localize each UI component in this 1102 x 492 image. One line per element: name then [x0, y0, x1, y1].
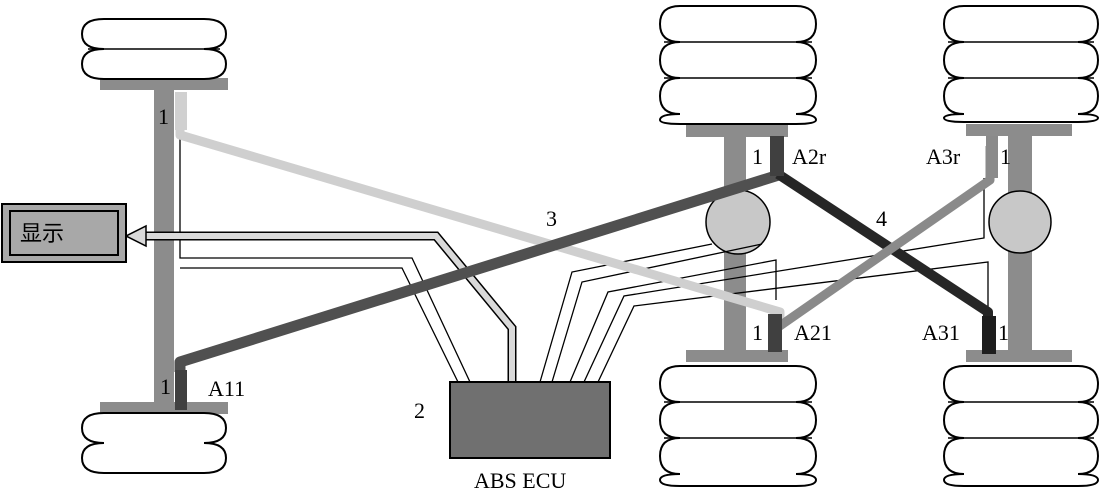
right-differential	[988, 190, 1052, 254]
middle-bottom-tire	[658, 365, 818, 487]
display-label: 显示	[20, 222, 64, 247]
front-left-tire	[81, 18, 227, 80]
sensor-a21	[768, 314, 782, 352]
sensor-a11-label: A11	[208, 376, 245, 401]
sensor-a2r	[770, 136, 784, 176]
sensor-a3r-label: A3r	[926, 144, 961, 169]
sensor-a3r	[986, 136, 998, 178]
sensor-a31-label: A31	[922, 320, 960, 345]
middle-top-tire	[658, 5, 818, 125]
sensor-a2r-number: 1	[752, 144, 763, 169]
display-signal-line	[124, 224, 517, 382]
sensor-a21-label: A21	[794, 320, 832, 345]
sensor-a3r-number: 1	[1000, 144, 1011, 169]
sensor-a11-number: 1	[160, 374, 171, 399]
callout-4: 4	[876, 206, 887, 231]
front-left-sensor-number: 1	[158, 104, 169, 129]
callout-3: 3	[546, 206, 557, 231]
sensor-a2r-label: A2r	[792, 144, 827, 169]
sensor-a11	[175, 370, 187, 410]
sensor-front-left	[175, 92, 187, 130]
cable-dark-a11-to-a2r	[174, 168, 784, 372]
right-bottom-tire	[942, 365, 1100, 487]
ecu-number-label: 2	[414, 398, 425, 423]
sensor-a31-number: 1	[998, 320, 1009, 345]
right-top-tire	[942, 5, 1100, 123]
left-axle	[100, 78, 228, 414]
sensor-a21-number: 1	[752, 320, 763, 345]
thin-wiring-harness	[179, 130, 989, 383]
display-box	[1, 203, 127, 263]
sensor-a31	[982, 316, 996, 354]
abs-ecu-box	[449, 381, 611, 459]
ecu-label: ABS ECU	[474, 468, 566, 492]
rear-left-tire	[80, 412, 228, 474]
